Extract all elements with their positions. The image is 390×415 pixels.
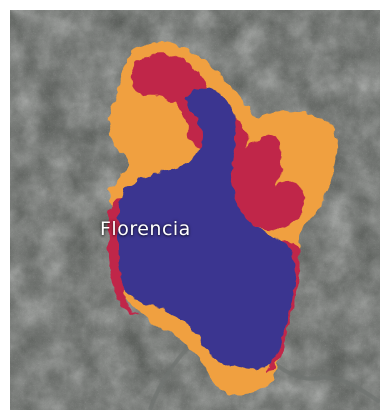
zone-blue	[118, 87, 294, 370]
place-label-florencia: Florencia	[100, 218, 191, 240]
satellite-map	[10, 10, 380, 410]
map-frame[interactable]: Florencia	[10, 10, 380, 410]
